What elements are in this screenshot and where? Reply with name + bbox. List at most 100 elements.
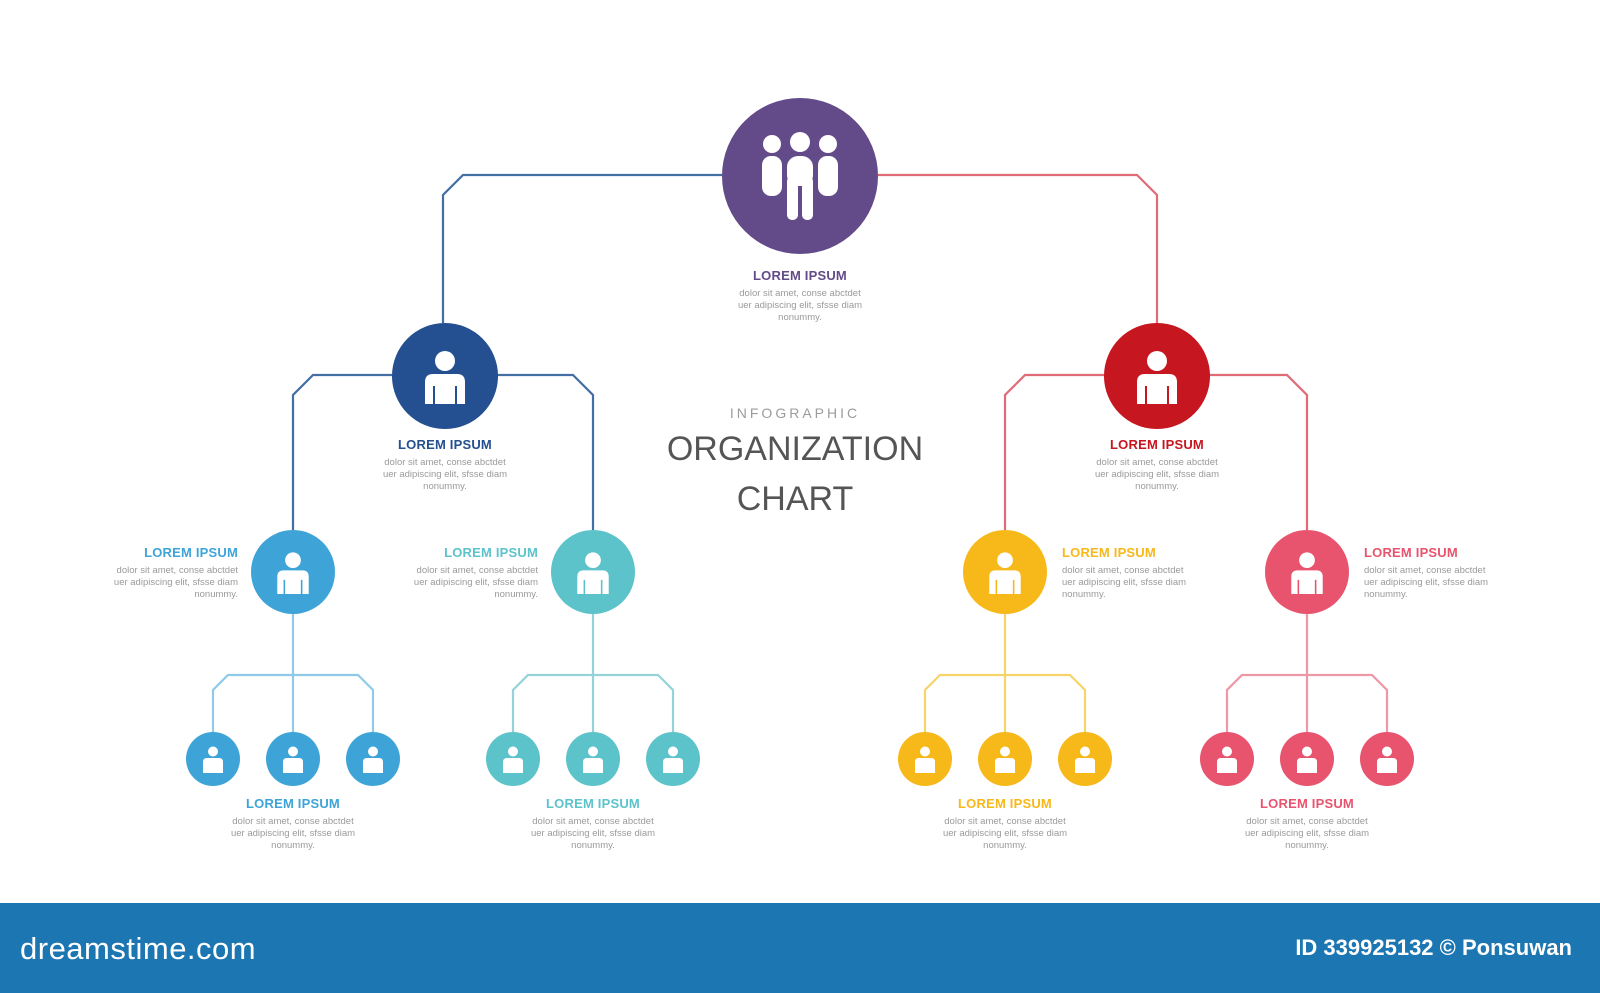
member-node [978, 732, 1032, 786]
team-teal-label: LOREM IPSUM dolor sit amet, conse abctde… [388, 545, 538, 601]
desc-line: dolor sit amet, conse abctdet [1364, 565, 1486, 576]
group-teal-desc: dolor sit amet, conse abctdet uer adipis… [493, 816, 693, 852]
desc-line: dolor sit amet, conse abctdet [384, 457, 506, 468]
member-node [1058, 732, 1112, 786]
connector-left-teal [494, 373, 595, 530]
desc-line: nonummy. [571, 840, 615, 851]
group-teal-title: LOREM IPSUM [546, 796, 640, 811]
desc-line: nonummy. [1285, 840, 1329, 851]
title-kicker: INFOGRAPHIC [729, 405, 861, 421]
group-blue-label: LOREM IPSUM dolor sit amet, conse abctde… [193, 796, 393, 852]
person-icon [1217, 746, 1237, 773]
team-pink-title: LOREM IPSUM [1364, 545, 1458, 560]
person-icon [277, 552, 309, 594]
group-yellow-label: LOREM IPSUM dolor sit amet, conse abctde… [905, 796, 1105, 852]
team-teal-desc: dolor sit amet, conse abctdet uer adipis… [388, 565, 538, 601]
member-node [486, 732, 540, 786]
person-icon [503, 746, 523, 773]
person-icon [1137, 351, 1177, 404]
desc-line: uer adipiscing elit, sfsse diam [413, 577, 538, 588]
desc-line: nonummy. [423, 481, 467, 492]
team-blue-node [251, 530, 335, 614]
team-blue-desc: dolor sit amet, conse abctdet uer adipis… [88, 565, 238, 601]
left-manager-desc: dolor sit amet, conse abctdet uer adipis… [345, 457, 545, 493]
connector-left-blue [291, 373, 392, 530]
member-node [566, 732, 620, 786]
team-teal-title: LOREM IPSUM [444, 545, 538, 560]
image-credit: ID 339925132 © Ponsuwan [1295, 935, 1572, 960]
person-icon [425, 351, 465, 404]
connector-teal-group [511, 612, 675, 732]
desc-line: uer adipiscing elit, sfsse diam [1062, 577, 1187, 588]
desc-line: nonummy. [983, 840, 1027, 851]
person-icon [1075, 746, 1095, 773]
desc-line: dolor sit amet, conse abctdet [116, 565, 238, 576]
group-yellow-title: LOREM IPSUM [958, 796, 1052, 811]
desc-line: uer adipiscing elit, sfsse diam [1364, 577, 1489, 588]
desc-line: uer adipiscing elit, sfsse diam [230, 828, 356, 839]
title-line-2: CHART [736, 480, 854, 518]
team-pink-node [1265, 530, 1349, 614]
root-desc-line: dolor sit amet, conse abctdet [739, 288, 861, 299]
member-node [1280, 732, 1334, 786]
root-desc-line: uer adipiscing elit, sfsse diam [737, 300, 863, 311]
root-desc-line: nonummy. [778, 312, 822, 323]
desc-line: uer adipiscing elit, sfsse diam [530, 828, 656, 839]
desc-line: dolor sit amet, conse abctdet [944, 816, 1066, 827]
desc-line: dolor sit amet, conse abctdet [232, 816, 354, 827]
group-pink-title: LOREM IPSUM [1260, 796, 1354, 811]
person-icon [203, 746, 223, 773]
member-node [898, 732, 952, 786]
right-manager-title: LOREM IPSUM [1110, 437, 1204, 452]
member-node [1360, 732, 1414, 786]
desc-line: nonummy. [194, 589, 238, 600]
desc-line: nonummy. [271, 840, 315, 851]
connector-lines [211, 173, 1389, 732]
group-yellow-desc: dolor sit amet, conse abctdet uer adipis… [905, 816, 1105, 852]
team-yellow-desc: dolor sit amet, conse abctdet uer adipis… [1062, 565, 1212, 601]
desc-line: nonummy. [494, 589, 538, 600]
person-icon [915, 746, 935, 773]
root-title: LOREM IPSUM [753, 268, 847, 283]
desc-line: dolor sit amet, conse abctdet [1062, 565, 1184, 576]
root-node [722, 98, 878, 254]
connector-root-right [878, 173, 1159, 323]
team-blue-title: LOREM IPSUM [144, 545, 238, 560]
team-yellow-label: LOREM IPSUM dolor sit amet, conse abctde… [1062, 545, 1212, 601]
person-icon [995, 746, 1015, 773]
member-node [346, 732, 400, 786]
person-icon [1377, 746, 1397, 773]
group-pink-desc: dolor sit amet, conse abctdet uer adipis… [1207, 816, 1407, 852]
person-icon [577, 552, 609, 594]
group-blue-title: LOREM IPSUM [246, 796, 340, 811]
connector-blue-group [211, 612, 375, 732]
connector-yellow-group [923, 612, 1087, 732]
team-blue-label: LOREM IPSUM dolor sit amet, conse abctde… [88, 545, 238, 601]
infographic-title: INFOGRAPHIC ORGANIZATION CHART [640, 405, 950, 521]
member-node [646, 732, 700, 786]
team-yellow-title: LOREM IPSUM [1062, 545, 1156, 560]
person-icon [663, 746, 683, 773]
group-pink-label: LOREM IPSUM dolor sit amet, conse abctde… [1207, 796, 1407, 852]
desc-line: uer adipiscing elit, sfsse diam [1094, 469, 1220, 480]
right-manager-node [1104, 323, 1210, 429]
desc-line: uer adipiscing elit, sfsse diam [942, 828, 1068, 839]
person-icon [989, 552, 1021, 594]
person-icon [583, 746, 603, 773]
person-icon [363, 746, 383, 773]
title-line-1: ORGANIZATION [666, 430, 924, 468]
left-manager-label: LOREM IPSUM dolor sit amet, conse abctde… [345, 437, 545, 493]
team-pink-label: LOREM IPSUM dolor sit amet, conse abctde… [1364, 545, 1514, 601]
root-desc: dolor sit amet, conse abctdet uer adipis… [700, 288, 900, 324]
group-teal-label: LOREM IPSUM dolor sit amet, conse abctde… [493, 796, 693, 852]
connector-right-pink [1208, 373, 1309, 530]
desc-line: uer adipiscing elit, sfsse diam [1244, 828, 1370, 839]
org-chart-canvas: LOREM IPSUM dolor sit amet, conse abctde… [88, 98, 1514, 852]
stock-footer-bar: dreamstime.com ID 339925132 © Ponsuwan [0, 903, 1600, 993]
right-manager-label: LOREM IPSUM dolor sit amet, conse abctde… [1057, 437, 1257, 493]
brand-logo: dreamstime.com [20, 931, 257, 966]
right-manager-desc: dolor sit amet, conse abctdet uer adipis… [1057, 457, 1257, 493]
person-icon [283, 746, 303, 773]
desc-line: uer adipiscing elit, sfsse diam [382, 469, 508, 480]
group-icon [762, 132, 838, 220]
